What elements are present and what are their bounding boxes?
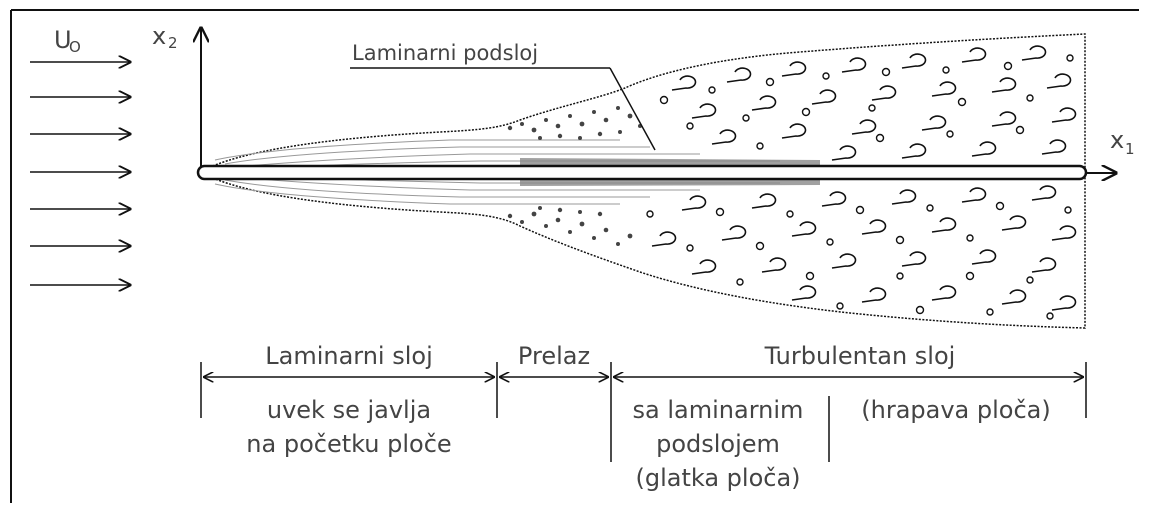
laminar-sublayer-label: Laminarni podsloj xyxy=(352,41,538,65)
rough-plate-label: (hrapava ploča) xyxy=(861,396,1050,424)
u0-subscript: O xyxy=(69,38,81,56)
x1-subscript: 1 xyxy=(1125,140,1135,158)
x2-label: x xyxy=(152,22,166,50)
smooth-plate-line-1: sa laminarnim xyxy=(633,396,804,424)
laminar-layer-title: Laminarni sloj xyxy=(265,342,433,370)
boundary-layer-upper xyxy=(200,34,1085,172)
smooth-plate-line-3: (glatka ploča) xyxy=(635,464,800,492)
boundary-layer-lower xyxy=(200,172,1085,328)
free-stream-arrows xyxy=(30,62,130,285)
transition-title: Prelaz xyxy=(518,342,590,370)
flat-plate xyxy=(198,166,1086,179)
x1-label: x xyxy=(1110,126,1124,154)
laminar-note-line-1: uvek se javlja xyxy=(267,396,431,424)
smooth-plate-line-2: podslojem xyxy=(656,430,780,458)
turbulent-layer-title: Turbulentan sloj xyxy=(764,342,956,370)
laminar-note-line-2: na početku ploče xyxy=(246,430,451,458)
x2-subscript: 2 xyxy=(168,34,178,52)
